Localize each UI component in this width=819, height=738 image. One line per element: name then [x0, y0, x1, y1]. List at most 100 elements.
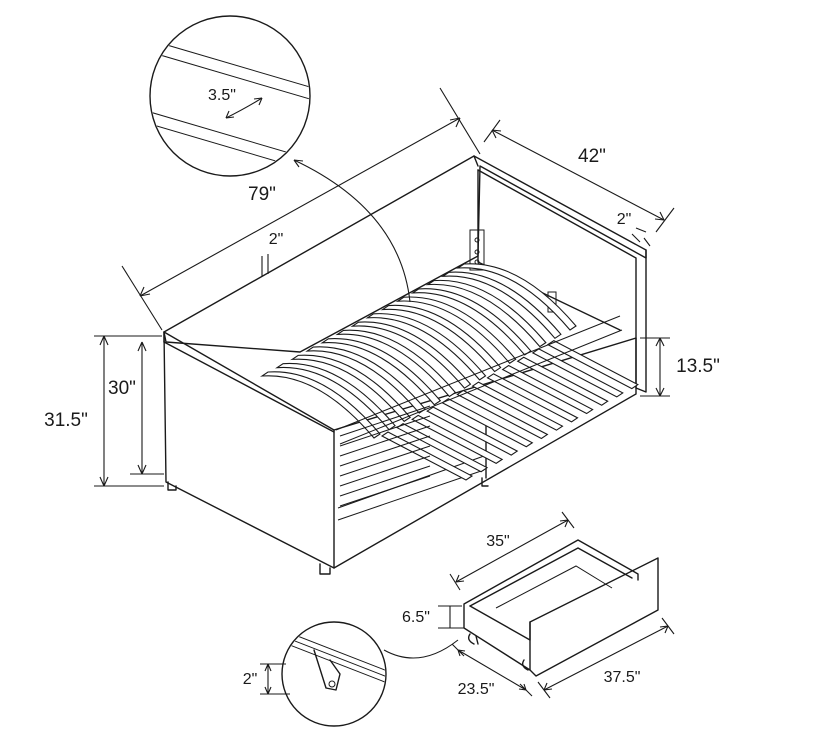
under-slat: [339, 425, 431, 457]
detail-spacing-arc: [225, 97, 263, 119]
slat-segment: [471, 381, 564, 431]
caster-axle: [328, 680, 336, 688]
slat-segment: [411, 414, 504, 465]
slat: [440, 271, 562, 340]
slat-segment: [396, 423, 489, 473]
slat: [259, 371, 381, 439]
dim-line-drawer-length: [537, 617, 675, 699]
detail-circle-top: [149, 15, 311, 177]
bracket-hole: [474, 237, 480, 243]
under-slat: [339, 415, 431, 447]
caster-leader: [383, 639, 459, 659]
storage-drawer: [383, 511, 675, 699]
left-arm-top: [163, 341, 335, 433]
slat-segment: [516, 356, 609, 406]
arrowheads: [264, 663, 272, 695]
slat-segment: [531, 348, 624, 398]
label-overall-length: 79": [248, 184, 276, 205]
dim-line-rail-height: [640, 337, 670, 397]
detail-slat-edges: [151, 39, 309, 175]
slat-segment: [441, 398, 534, 448]
label-side-thickness: 2": [617, 211, 632, 228]
daybed: [163, 155, 647, 575]
dim-line-arm-height: [130, 342, 164, 475]
arrowheads: [491, 129, 665, 221]
slat-segment: [426, 406, 519, 456]
detail-circle-bottom: [281, 621, 387, 727]
under-slat: [339, 405, 431, 437]
slat: [275, 362, 396, 431]
label-overall-height: 31.5": [44, 410, 88, 431]
drawer-box: [463, 539, 639, 671]
slat-segment: [486, 373, 579, 423]
front-rail: [333, 337, 637, 569]
dim-line-overall-height: [94, 335, 164, 487]
label-drawer-depth: 23.5": [458, 681, 495, 698]
slat-detail-callout: [149, 15, 411, 303]
slat-segment: [456, 389, 549, 440]
dim-line-side-thickness: [631, 227, 651, 247]
label-drawer-length: 37.5": [604, 669, 641, 686]
dim-line-caster-clearance: [260, 663, 290, 695]
under-slat: [339, 445, 431, 477]
slat: [380, 304, 502, 373]
label-drawer-width: 35": [486, 533, 509, 550]
under-slat: [339, 455, 431, 487]
slat: [320, 338, 442, 406]
label-arm-height: 30": [108, 378, 136, 399]
leg-left: [167, 481, 177, 491]
slat: [395, 296, 517, 364]
center-support: [335, 315, 623, 445]
arrowheads: [655, 337, 665, 397]
dim-line-depth: [483, 119, 675, 233]
arrowheads: [455, 519, 569, 583]
label-rail-height: 13.5": [676, 356, 720, 377]
arrowheads: [137, 341, 147, 475]
detail-caster-wheel: [313, 649, 341, 691]
label-caster-clearance: 2": [243, 671, 258, 688]
caster-detail-callout: [260, 621, 387, 727]
arrowheads: [293, 159, 304, 168]
slat: [290, 354, 411, 423]
slat-segment: [546, 339, 639, 390]
detail-rail-edges: [283, 629, 385, 685]
slat: [425, 279, 547, 348]
label-top-thickness: 2": [269, 231, 284, 248]
back-panel: [163, 155, 647, 353]
slat-segment: [501, 364, 594, 415]
slat: [335, 329, 457, 398]
drawer-face-line: [337, 455, 485, 521]
label-overall-depth: 42": [578, 146, 606, 167]
slat: [455, 263, 577, 331]
dim-line-drawer-height: [438, 605, 464, 629]
slat-deck: [259, 263, 639, 507]
dimension-lines: [94, 87, 675, 487]
under-slat: [339, 475, 431, 507]
arrowheads: [543, 625, 669, 691]
bracket-hole: [474, 249, 480, 255]
drawer-inner-floor: [495, 565, 613, 609]
slat: [350, 321, 472, 389]
bracket-left: [469, 229, 485, 271]
detail-leader: [293, 159, 411, 303]
label-drawer-height: 6.5": [402, 609, 430, 626]
arrowheads: [139, 117, 461, 297]
leg-front: [319, 563, 331, 575]
under-slat: [339, 435, 431, 467]
drawer-front: [529, 557, 659, 677]
caster-right: [521, 659, 529, 671]
arrowheads: [457, 649, 527, 691]
under-slat: [339, 465, 431, 497]
caster-left: [467, 633, 479, 645]
drawer-inner-wall: [469, 605, 531, 641]
dim-line-top-thickness: [261, 254, 269, 276]
slat: [365, 313, 487, 381]
arrowheads: [225, 97, 263, 119]
dim-line-drawer-width: [449, 511, 575, 591]
leg-mid: [481, 477, 489, 487]
label-slat-spacing: 3.5": [208, 87, 236, 104]
arrowheads: [99, 335, 109, 487]
slat: [410, 288, 532, 356]
